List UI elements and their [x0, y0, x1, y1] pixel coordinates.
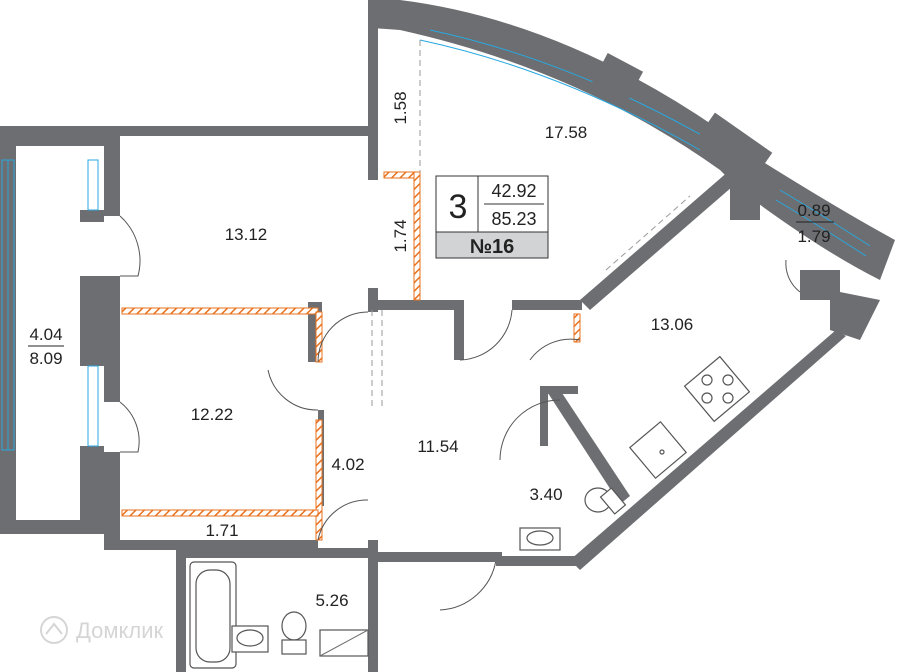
room-area-niche-mid: 1.74: [391, 219, 410, 252]
apartment-summary-badge: 3 42.92 85.23 №16: [435, 175, 549, 259]
room-area-hall: 11.54: [417, 437, 458, 456]
stove-icon: [683, 355, 751, 423]
room-area-niche-top: 1.58: [391, 91, 410, 124]
toilet-icon: [281, 611, 307, 655]
watermark-text: Домклик: [76, 618, 164, 643]
domclick-logo-icon: [40, 616, 68, 644]
kitchen-fixtures: [628, 355, 751, 480]
toilet-icon: [584, 487, 627, 515]
balcony-left-area: 4.04: [29, 325, 62, 344]
balcony-right-area: 0.89: [797, 201, 830, 220]
room-area-living: 17.58: [545, 123, 588, 142]
bathroom-small-fixtures: [519, 487, 627, 551]
partitions: [121, 171, 581, 541]
watermark: Домклик: [40, 616, 164, 644]
bathtub-icon: [189, 561, 237, 669]
room-area-closet: 1.71: [205, 521, 238, 540]
doors: [119, 215, 801, 611]
sink-icon: [231, 625, 269, 653]
room-area-bath-large: 5.26: [315, 591, 348, 610]
balcony-left: [0, 126, 370, 534]
rooms-count: 3: [449, 188, 468, 226]
room-area-corridor: 4.02: [331, 455, 364, 474]
room-area-bedroom-mid: 12.22: [191, 405, 234, 424]
apartment-number: №16: [470, 236, 515, 258]
living-area: 42.92: [491, 181, 536, 201]
kitchen-walls: [496, 170, 846, 570]
bathroom-large: [176, 540, 502, 672]
shower-icon: [628, 420, 688, 480]
dashed-lines: [371, 40, 691, 410]
balcony-left-area-total: 8.09: [29, 349, 62, 368]
room-labels: 13.12 12.22 17.58 13.06 11.54 3.40 5.26 …: [28, 91, 834, 610]
total-area: 85.23: [491, 209, 536, 229]
room-area-kitchen: 13.06: [651, 315, 694, 334]
balcony-right-area-total: 1.79: [797, 227, 830, 246]
room-area-bedroom-top: 13.12: [225, 225, 268, 244]
room-area-bath-small: 3.40: [529, 485, 562, 504]
sink-icon: [519, 527, 561, 551]
curved-facade: [372, 0, 895, 340]
